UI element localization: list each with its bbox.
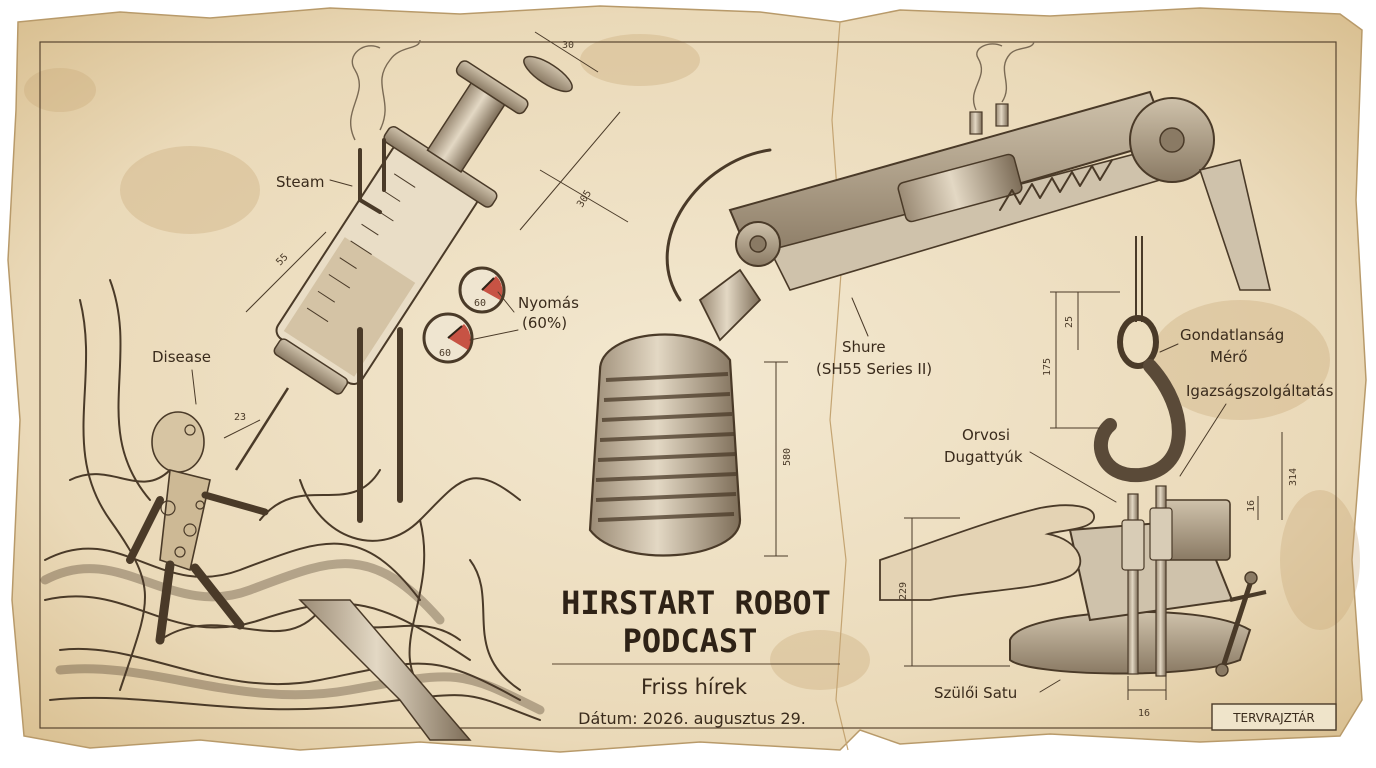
robot-child bbox=[126, 411, 269, 645]
dim-16-vise: 16 bbox=[1138, 708, 1150, 719]
podcast-title-line2: PODCAST bbox=[623, 622, 758, 660]
dim-314: 314 bbox=[1288, 468, 1299, 486]
podcast-subtitle: Friss hírek bbox=[641, 675, 748, 699]
paper-tear bbox=[829, 21, 849, 751]
hand bbox=[879, 504, 1095, 601]
shure-microphone bbox=[588, 333, 742, 557]
label-negligence-meter-2: Mérő bbox=[1210, 348, 1248, 366]
podcast-title-line1: HIRSTART ROBOT bbox=[561, 584, 831, 622]
label-parental-vise: Szülői Satu bbox=[934, 684, 1017, 702]
paper-stains bbox=[24, 34, 1360, 690]
dim-16-hook: 16 bbox=[1246, 500, 1257, 512]
dim-175: 175 bbox=[1042, 358, 1053, 376]
syringe-dimensions bbox=[223, 31, 629, 439]
dim-23: 23 bbox=[234, 412, 246, 423]
dim-580: 580 bbox=[782, 448, 793, 466]
robot-arm bbox=[665, 90, 1272, 342]
syringe bbox=[234, 55, 573, 523]
large-pipe bbox=[298, 599, 472, 741]
podcast-date: Dátum: 2026. augusztus 29. bbox=[578, 709, 806, 728]
label-mic-model: (SH55 Series II) bbox=[816, 360, 932, 378]
label-pressure-percent: (60%) bbox=[522, 314, 567, 332]
steam-puffs-left bbox=[349, 39, 421, 141]
steam-puffs-right bbox=[972, 41, 1035, 111]
label-disease: Disease bbox=[152, 348, 211, 366]
label-mic-brand: Shure bbox=[842, 338, 886, 356]
blueprint-frame bbox=[39, 41, 1337, 729]
stamp-text: TERVRAJZTÁR bbox=[1232, 710, 1315, 725]
pressure-gauge-lower: 60 bbox=[422, 312, 474, 364]
dim-30: 30 bbox=[562, 40, 574, 51]
archive-stamp: TERVRAJZTÁR bbox=[1211, 703, 1337, 731]
label-steam: Steam bbox=[276, 173, 324, 191]
dim-229: 229 bbox=[898, 582, 909, 600]
upper-gauge-reading: 60 bbox=[474, 298, 486, 309]
label-negligence-meter: Gondatlanság bbox=[1180, 326, 1284, 344]
label-justice: Igazságszolgáltatás bbox=[1186, 382, 1334, 400]
label-pressure: Nyomás bbox=[518, 294, 579, 312]
hook bbox=[1093, 236, 1186, 483]
label-medical-pistons-2: Dugattyúk bbox=[944, 448, 1023, 466]
pressure-gauge-upper: 60 bbox=[458, 266, 506, 314]
tangled-tubes bbox=[44, 279, 541, 721]
parental-vise bbox=[1009, 485, 1267, 677]
label-medical-pistons: Orvosi bbox=[962, 426, 1010, 444]
dim-25: 25 bbox=[1064, 316, 1075, 328]
lower-gauge-reading: 60 bbox=[439, 348, 451, 359]
